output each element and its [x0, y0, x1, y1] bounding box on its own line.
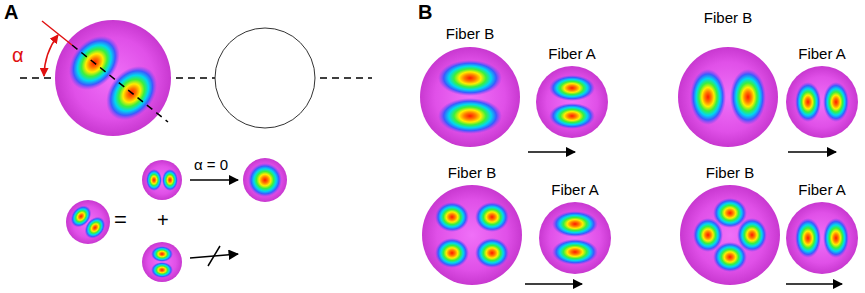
fiber-mode-node: Fiber B	[422, 164, 522, 285]
fiber-mode-node: Fiber B	[678, 9, 778, 147]
fiber-mode-node: Fiber A	[536, 45, 608, 138]
fiber-mode-node: Fiber A	[786, 45, 858, 138]
panel-letter: A	[4, 1, 18, 23]
condition-label: α = 0	[194, 157, 228, 174]
fiber-label: Fiber B	[678, 9, 778, 27]
fiber-label: Fiber A	[536, 45, 608, 63]
fiber-mode-node: Fiber B	[680, 164, 780, 285]
fiber-label: Fiber B	[680, 164, 780, 182]
panel-letter: B	[418, 1, 432, 23]
fiber-label: Fiber A	[539, 181, 611, 199]
angle-symbol: α	[12, 44, 24, 66]
fiber-mode-node: Fiber A	[786, 181, 858, 274]
fiber-label: Fiber A	[786, 45, 858, 63]
fiber-label: Fiber B	[420, 25, 520, 43]
fiber-mode-node: Fiber B	[420, 25, 520, 147]
equals-sign: =	[114, 208, 127, 232]
fiber-label: Fiber B	[422, 164, 522, 182]
fiber-mode-node: Fiber A	[539, 181, 611, 274]
fiber-label: Fiber A	[786, 181, 858, 199]
plus-sign: +	[157, 209, 169, 231]
